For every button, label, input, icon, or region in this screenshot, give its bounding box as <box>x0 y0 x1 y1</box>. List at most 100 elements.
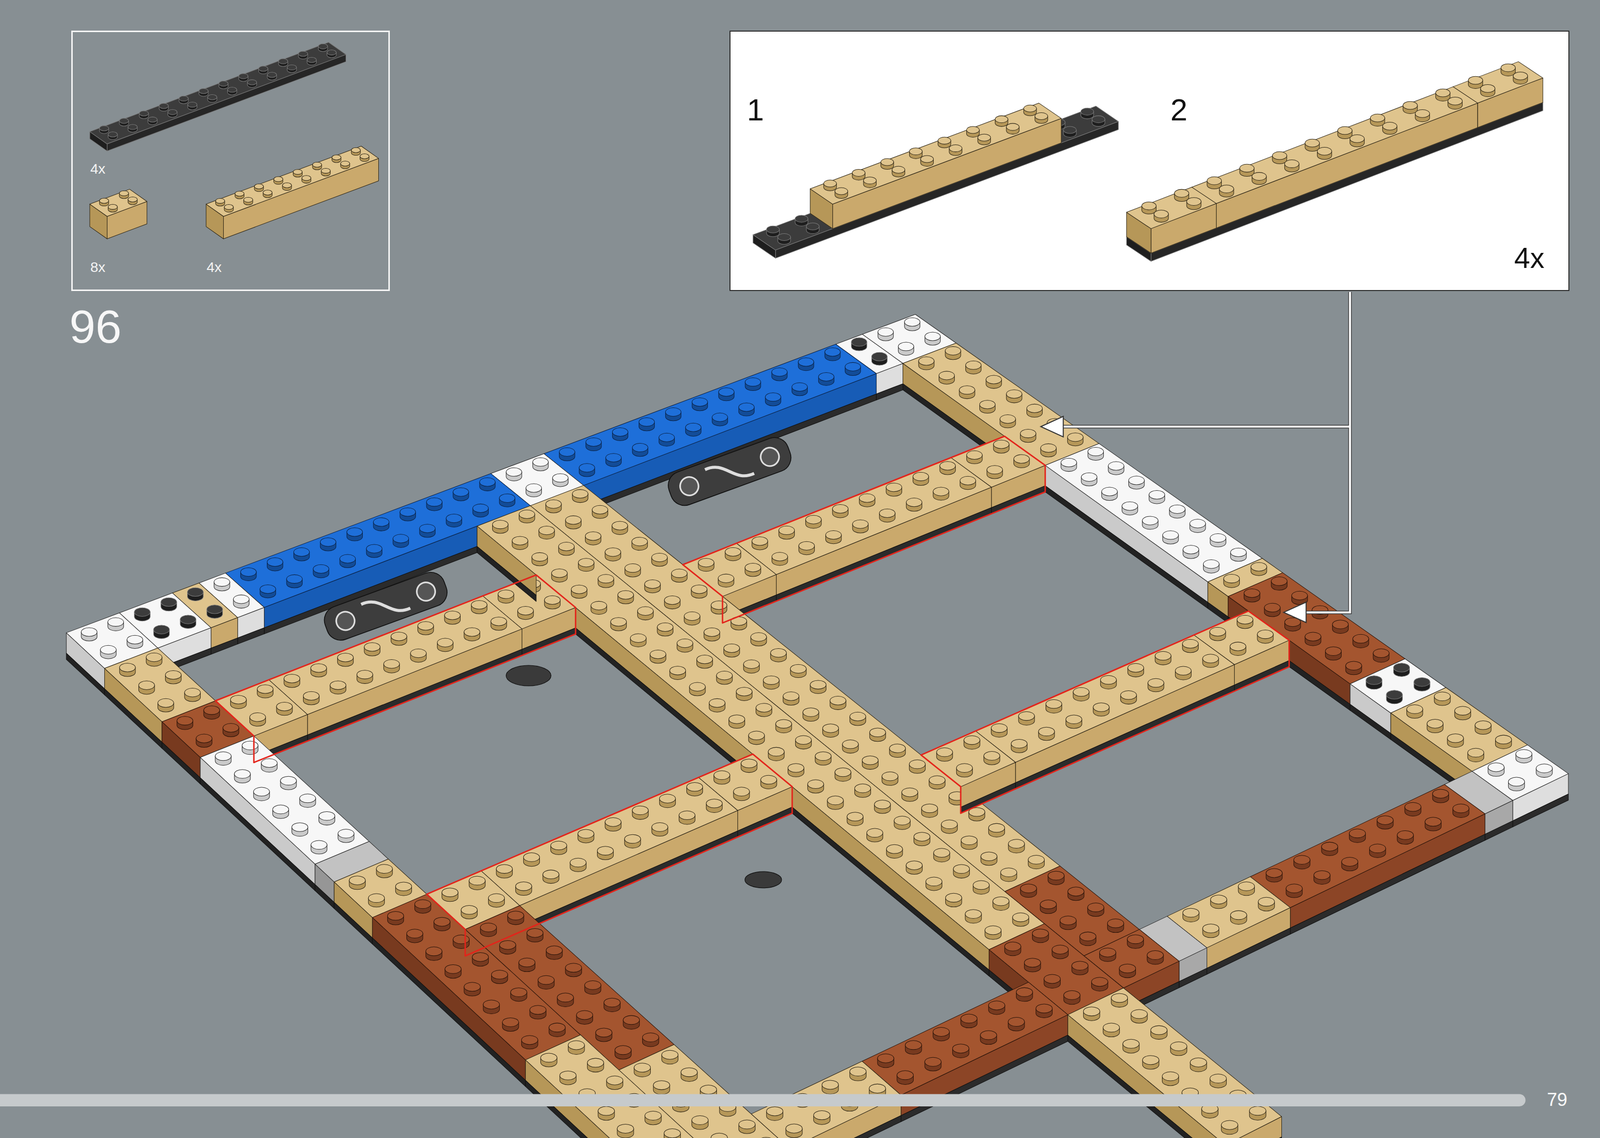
stud-top <box>878 327 894 337</box>
base-plate-edge <box>315 884 335 909</box>
stud-top <box>283 674 301 683</box>
stud-top <box>1251 172 1267 181</box>
stud-top <box>1040 443 1057 453</box>
stud-top <box>148 116 158 122</box>
stud-top <box>426 497 443 507</box>
stud-top <box>390 632 407 641</box>
stud-top <box>1210 1073 1227 1083</box>
stud-top <box>1513 71 1528 80</box>
base-plate-edge <box>776 507 992 602</box>
stud-top <box>698 558 714 567</box>
stud-top <box>1182 639 1199 648</box>
base-plate-edge <box>519 830 738 933</box>
stud-top <box>1304 138 1320 148</box>
stud-top <box>894 816 911 826</box>
brick-top <box>861 981 1068 1095</box>
stud-top <box>99 198 109 204</box>
stud-top <box>1221 1120 1238 1130</box>
stud-top <box>119 663 136 672</box>
stud-top <box>791 382 808 392</box>
stud-top <box>988 1000 1005 1010</box>
stud-top <box>752 536 768 546</box>
stud-top <box>559 1070 577 1080</box>
stud-top <box>977 133 991 141</box>
stud-top <box>1488 762 1505 772</box>
stud-top <box>410 648 427 658</box>
stud-top <box>859 493 876 503</box>
stud-top <box>610 617 627 627</box>
stud-top <box>810 680 827 689</box>
stud-top <box>243 197 253 203</box>
stud-top <box>293 547 310 557</box>
stud-top <box>925 877 942 887</box>
stud-top <box>107 617 124 627</box>
stud-top <box>787 763 804 773</box>
stud-top <box>771 367 788 377</box>
substep-number: 1 <box>747 94 765 126</box>
stud-top <box>356 670 373 679</box>
brick-front-face <box>1150 102 1543 262</box>
stud-top <box>1272 151 1287 160</box>
stud-top <box>1186 197 1202 206</box>
stud-top <box>453 934 470 944</box>
stud-top <box>724 547 741 556</box>
stud-top <box>1087 903 1104 913</box>
stud-top <box>972 880 989 890</box>
brick-front-face <box>775 121 1119 259</box>
stud-top <box>1010 739 1028 749</box>
stud-top <box>642 1033 660 1043</box>
stud-top <box>595 1028 613 1038</box>
stud-top <box>741 759 758 769</box>
stud-top <box>1203 559 1220 569</box>
stud-top <box>1175 666 1192 675</box>
stud-top <box>877 1053 895 1063</box>
stud-top <box>605 453 622 463</box>
stud-top <box>630 633 647 643</box>
stud-top <box>1210 895 1227 905</box>
stud-top <box>433 917 451 927</box>
stud-top <box>821 1080 839 1090</box>
stud-top <box>499 940 516 950</box>
stud-top <box>818 372 834 382</box>
stud-top <box>606 1075 624 1085</box>
stud-top <box>605 547 621 557</box>
stud-top <box>909 148 923 156</box>
stud-top <box>414 899 431 909</box>
stud-top <box>578 463 595 473</box>
stud-top <box>924 1057 942 1067</box>
stud-top <box>815 751 832 761</box>
stud-top <box>718 387 735 397</box>
stud-top <box>1016 987 1034 997</box>
connector-body <box>664 433 796 510</box>
stud-top <box>886 483 902 492</box>
stud-top <box>960 1013 978 1024</box>
stud-top <box>529 1005 546 1015</box>
stud-top <box>1020 428 1037 438</box>
brick-top <box>200 736 370 864</box>
stud-top <box>346 527 363 537</box>
stud-top <box>637 606 654 616</box>
stud-top <box>521 1035 538 1045</box>
stud-top <box>678 810 695 820</box>
stud-top <box>763 675 780 685</box>
stud-top <box>548 1023 566 1033</box>
stud-top <box>1447 733 1464 743</box>
stud-top <box>795 735 812 745</box>
stud-top <box>153 625 170 634</box>
stud-top <box>146 652 163 662</box>
stud-top <box>1325 646 1342 656</box>
stud-top <box>293 169 303 175</box>
stud-top <box>491 970 508 980</box>
stud-top <box>1397 830 1414 840</box>
stud-top <box>1219 185 1234 194</box>
stud-top <box>1142 1055 1159 1065</box>
stud-top <box>938 371 955 380</box>
stud-top <box>1154 651 1172 660</box>
stud-top <box>472 952 489 962</box>
stud-top <box>307 57 317 63</box>
stud-top <box>1304 632 1322 641</box>
stud-top <box>321 168 331 174</box>
stud-top <box>310 663 327 673</box>
stud-top <box>537 975 554 985</box>
stud-top <box>624 834 641 844</box>
